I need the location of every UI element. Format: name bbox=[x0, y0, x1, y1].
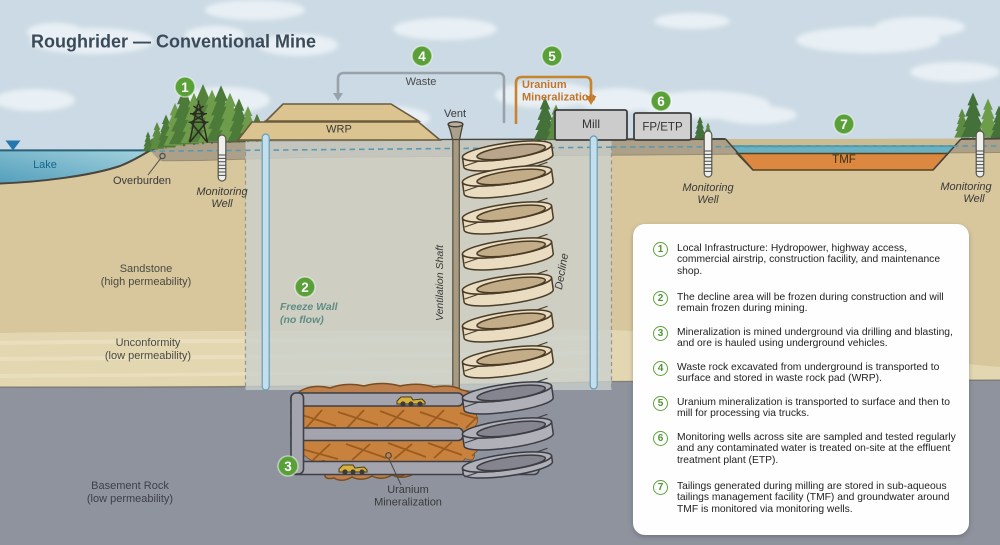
svg-text:Overburden: Overburden bbox=[113, 175, 171, 187]
svg-text:Well: Well bbox=[963, 193, 985, 205]
svg-text:Uranium: Uranium bbox=[522, 79, 567, 91]
svg-text:Monitoring: Monitoring bbox=[682, 182, 734, 194]
svg-text:Mineralization: Mineralization bbox=[522, 92, 596, 104]
svg-text:(high permeability): (high permeability) bbox=[101, 276, 191, 288]
svg-text:(no flow): (no flow) bbox=[280, 314, 324, 326]
svg-text:Lake: Lake bbox=[33, 159, 57, 171]
svg-text:TMF: TMF bbox=[832, 154, 856, 166]
svg-text:WRP: WRP bbox=[326, 124, 352, 136]
svg-text:Mineralization: Mineralization bbox=[374, 497, 442, 509]
svg-text:(low permeability): (low permeability) bbox=[87, 493, 173, 505]
svg-text:3: 3 bbox=[284, 459, 292, 474]
svg-text:Well: Well bbox=[697, 194, 719, 206]
svg-text:Monitoring: Monitoring bbox=[940, 181, 992, 193]
svg-text:(low permeability): (low permeability) bbox=[105, 350, 191, 362]
svg-text:Roughrider — Conventional Mine: Roughrider — Conventional Mine bbox=[31, 32, 316, 52]
svg-text:Basement Rock: Basement Rock bbox=[91, 480, 169, 492]
svg-text:1: 1 bbox=[181, 80, 189, 95]
svg-text:Freeze Wall: Freeze Wall bbox=[280, 301, 339, 313]
svg-text:5: 5 bbox=[548, 49, 556, 64]
svg-text:Ventilation Shaft: Ventilation Shaft bbox=[434, 244, 446, 321]
svg-text:Sandstone: Sandstone bbox=[120, 263, 173, 275]
svg-text:4: 4 bbox=[418, 49, 426, 64]
svg-text:Vent: Vent bbox=[444, 108, 466, 120]
svg-text:Mill: Mill bbox=[582, 117, 600, 131]
svg-text:Waste: Waste bbox=[406, 76, 437, 88]
svg-text:Monitoring: Monitoring bbox=[196, 186, 248, 198]
svg-text:7: 7 bbox=[840, 117, 848, 132]
svg-text:FP/ETP: FP/ETP bbox=[642, 122, 683, 134]
svg-text:6: 6 bbox=[657, 94, 665, 109]
svg-text:Uranium: Uranium bbox=[387, 484, 429, 496]
svg-text:Well: Well bbox=[211, 198, 233, 210]
svg-text:Unconformity: Unconformity bbox=[116, 337, 181, 349]
svg-text:2: 2 bbox=[301, 280, 309, 295]
